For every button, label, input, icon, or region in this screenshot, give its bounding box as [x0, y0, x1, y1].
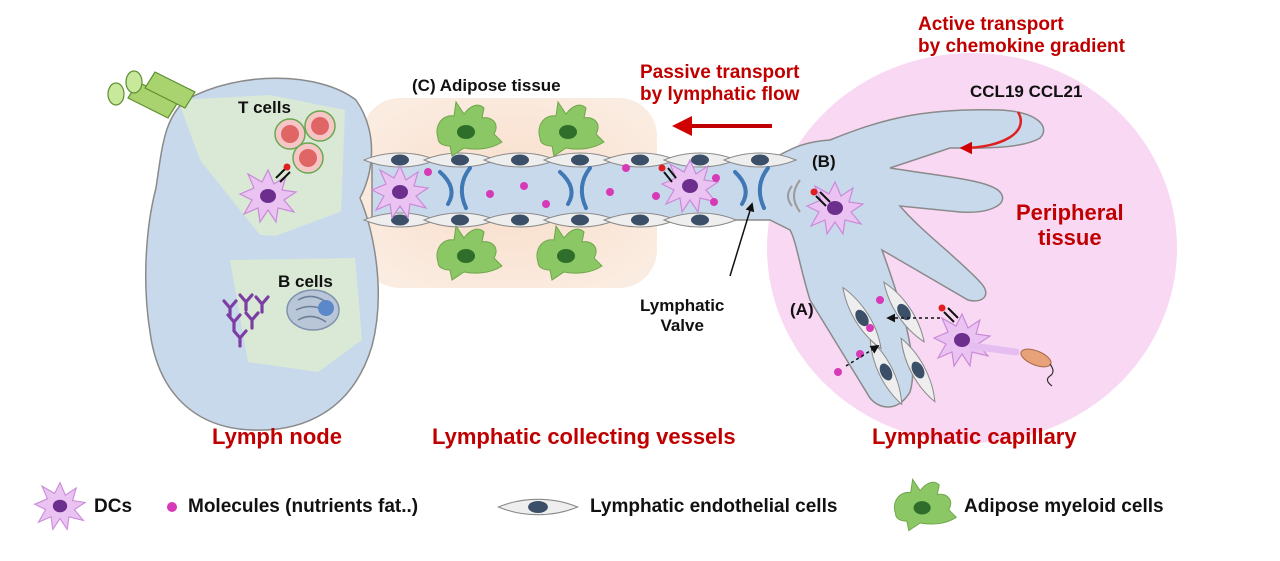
collecting-vessels-label: Lymphatic collecting vessels	[432, 424, 736, 449]
legend-molecules-label: Molecules (nutrients fat..)	[188, 496, 419, 517]
endothelial-cell-icon	[497, 498, 579, 516]
adipose-myeloid-cell-icon	[894, 478, 957, 532]
dc-icon	[34, 482, 86, 530]
legend-endothelial-label: Lymphatic endothelial cells	[590, 496, 838, 517]
adipose-tissue-label: (C) Adipose tissue	[412, 76, 561, 95]
marker-a: (A)	[790, 300, 814, 319]
lymph-node-cortex	[270, 210, 348, 255]
b-cells-label: B cells	[278, 272, 333, 291]
fibroblast-cell	[968, 342, 1054, 387]
chemokine-label: CCL19 CCL21	[970, 82, 1083, 101]
b-cell	[286, 289, 340, 331]
legend-adipose-label: Adipose myeloid cells	[964, 496, 1164, 517]
passive-transport-label: Passive transport by lymphatic flow	[640, 62, 800, 105]
lymphatic-valve-label: Lymphatic Valve	[640, 296, 725, 335]
lymph-node-efferent-stalk	[107, 70, 196, 119]
t-cell	[304, 110, 336, 142]
lymphatic-capillary-label: Lymphatic capillary	[872, 424, 1077, 449]
active-transport-label: Active transport by chemokine gradient	[918, 14, 1125, 57]
peripheral-tissue-label: Peripheral tissue	[1016, 200, 1124, 251]
lymph-node-label: Lymph node	[212, 424, 342, 449]
molecule-icon	[167, 502, 177, 512]
molecule	[424, 164, 884, 376]
lymphatic-valve	[438, 166, 770, 210]
t-cells-label: T cells	[238, 98, 291, 117]
valve-pointer	[729, 202, 755, 277]
legend-dcs-label: DCs	[94, 496, 133, 517]
antigen-complex	[275, 163, 291, 183]
antigen-complex	[663, 167, 959, 323]
signal-arcs	[787, 179, 801, 213]
migration-arrow	[845, 313, 940, 367]
chemokine-arrow	[959, 111, 1022, 155]
marker-b: (B)	[812, 152, 836, 171]
t-cell	[292, 142, 324, 174]
